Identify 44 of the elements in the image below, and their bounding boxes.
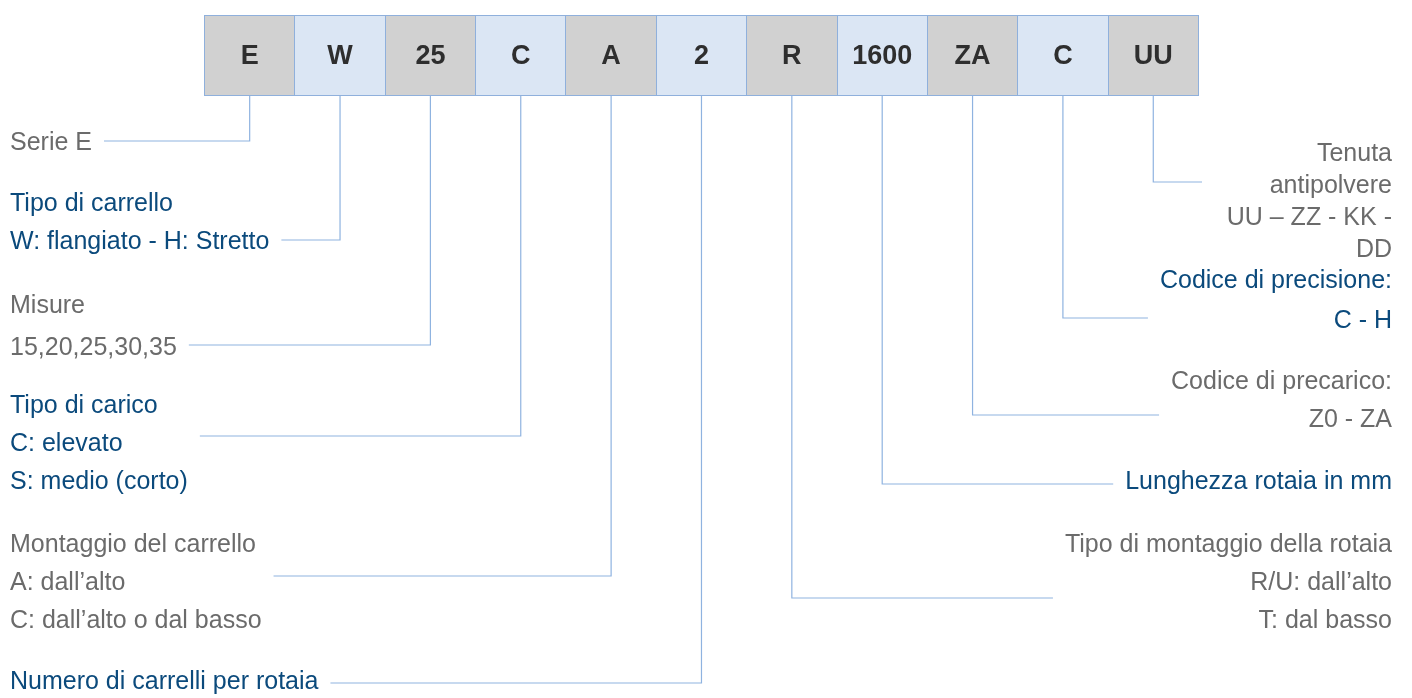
field-description: Numero di carrelli per rotaia (10, 665, 319, 696)
field-description: R/U: dall’alto (1250, 566, 1392, 597)
field-description: C: dall’alto o dal basso (10, 604, 262, 635)
code-cell: 25 (384, 15, 477, 96)
field-heading: Misure (10, 289, 85, 320)
leader-line (1062, 95, 1149, 319)
field-description: UU – ZZ - KK - DD (1225, 201, 1392, 264)
field-description: W: flangiato - H: Stretto (10, 225, 270, 256)
leader-line (188, 95, 431, 346)
leader-line (329, 95, 703, 684)
code-cell: A (565, 15, 657, 96)
code-cell: C (475, 15, 567, 96)
field-description: 15,20,25,30,35 (10, 331, 177, 362)
code-cell: E (204, 15, 296, 96)
field-description: C - H (1333, 304, 1392, 335)
code-cell: ZA (926, 15, 1019, 96)
field-description: S: medio (corto) (10, 465, 188, 496)
field-description: C: elevato (10, 427, 123, 458)
field-heading: Tenuta antipolvere (1268, 137, 1392, 200)
code-cell: R (746, 15, 838, 96)
code-cell: W (294, 15, 386, 96)
field-heading: Tipo di carrello (10, 187, 174, 218)
leader-line (791, 95, 1054, 599)
field-description: A: dall’alto (10, 566, 126, 597)
field-description: Z0 - ZA (1308, 403, 1392, 434)
leader-line (1152, 95, 1203, 183)
field-heading: Montaggio del carrello (10, 528, 256, 559)
leader-line (199, 95, 522, 437)
leader-line (272, 95, 612, 577)
leader-line (280, 95, 341, 241)
field-heading: Tipo di carico (10, 389, 158, 420)
leader-line (103, 95, 251, 142)
code-cell: UU (1107, 15, 1199, 96)
field-heading: Codice di precarico: (1171, 365, 1392, 396)
field-description: T: dal basso (1258, 604, 1392, 635)
field-heading: Tipo di montaggio della rotaia (1064, 528, 1392, 559)
leader-line (971, 95, 1160, 416)
code-cell: 2 (655, 15, 748, 96)
code-cell: 1600 (836, 15, 928, 96)
field-description: Serie E (10, 126, 92, 157)
code-cell: C (1017, 15, 1109, 96)
field-description: Lunghezza rotaia in mm (1125, 465, 1392, 496)
field-heading: Codice di precisione: (1159, 264, 1392, 295)
leader-line (881, 95, 1114, 485)
